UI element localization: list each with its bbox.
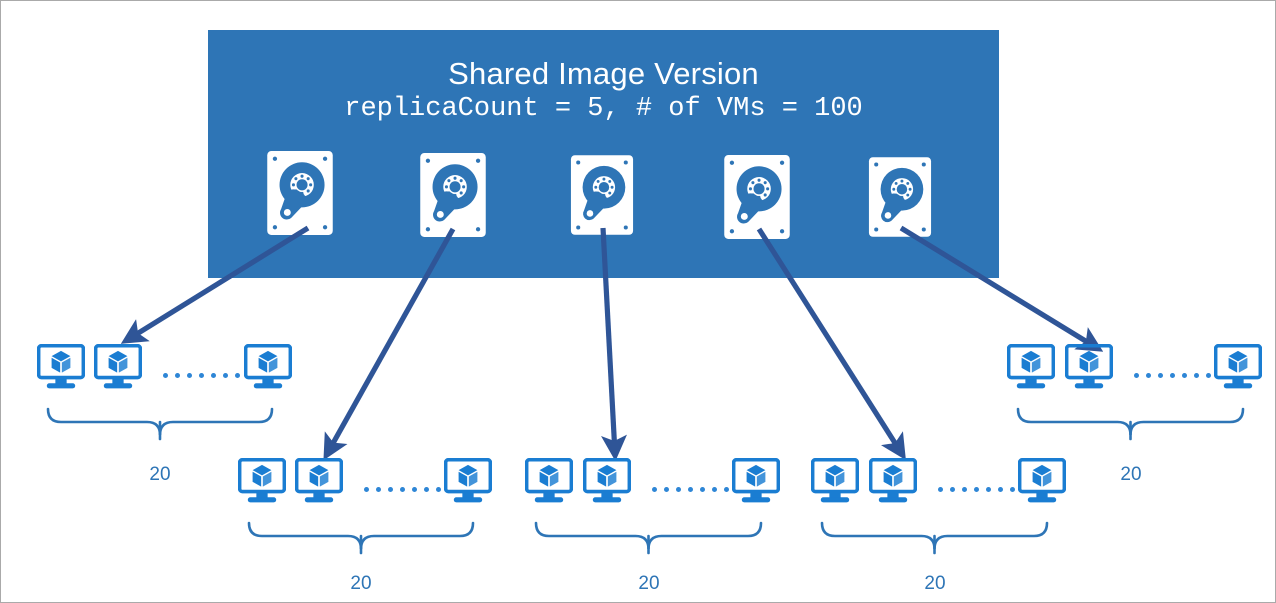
vm-monitor-icon[interactable] <box>243 343 293 395</box>
vm-monitor-icon[interactable] <box>731 457 781 509</box>
group-brace <box>1016 407 1245 436</box>
vm-count-label: 20 <box>149 464 171 485</box>
vm-monitor-icon[interactable] <box>810 457 860 509</box>
vm-monitor-icon[interactable] <box>868 457 918 509</box>
ellipsis-dots <box>163 373 240 378</box>
vm-count-label: 20 <box>1120 464 1142 485</box>
ellipsis-dots <box>364 487 441 492</box>
hard-disk-icon <box>867 155 933 244</box>
vm-monitor-icon[interactable] <box>36 343 86 395</box>
ellipsis-dots <box>938 487 1015 492</box>
vm-count-label: 20 <box>924 573 946 594</box>
page-title: Shared Image Version <box>448 56 759 91</box>
hard-disk-icon <box>722 153 792 246</box>
vm-monitor-icon[interactable] <box>443 457 493 509</box>
hard-disk-icon <box>569 153 635 242</box>
replica-count-subtitle: replicaCount = 5, # of VMs = 100 <box>344 94 863 124</box>
vm-monitor-icon[interactable] <box>1006 343 1056 395</box>
group-brace <box>247 521 475 550</box>
ellipsis-dots <box>1134 373 1211 378</box>
vm-monitor-icon[interactable] <box>93 343 143 395</box>
vm-monitor-icon[interactable] <box>237 457 287 509</box>
ellipsis-dots <box>652 487 729 492</box>
vm-monitor-icon[interactable] <box>294 457 344 509</box>
vm-monitor-icon[interactable] <box>582 457 632 509</box>
vm-monitor-icon[interactable] <box>524 457 574 509</box>
vm-count-label: 20 <box>350 573 372 594</box>
group-brace <box>534 521 763 550</box>
group-brace <box>46 407 274 436</box>
group-brace <box>820 521 1049 550</box>
vm-monitor-icon[interactable] <box>1213 343 1263 395</box>
vm-monitor-icon[interactable] <box>1064 343 1114 395</box>
vm-count-label: 20 <box>638 573 660 594</box>
hard-disk-icon <box>418 151 488 244</box>
hard-disk-icon <box>265 149 335 242</box>
vm-monitor-icon[interactable] <box>1017 457 1067 509</box>
